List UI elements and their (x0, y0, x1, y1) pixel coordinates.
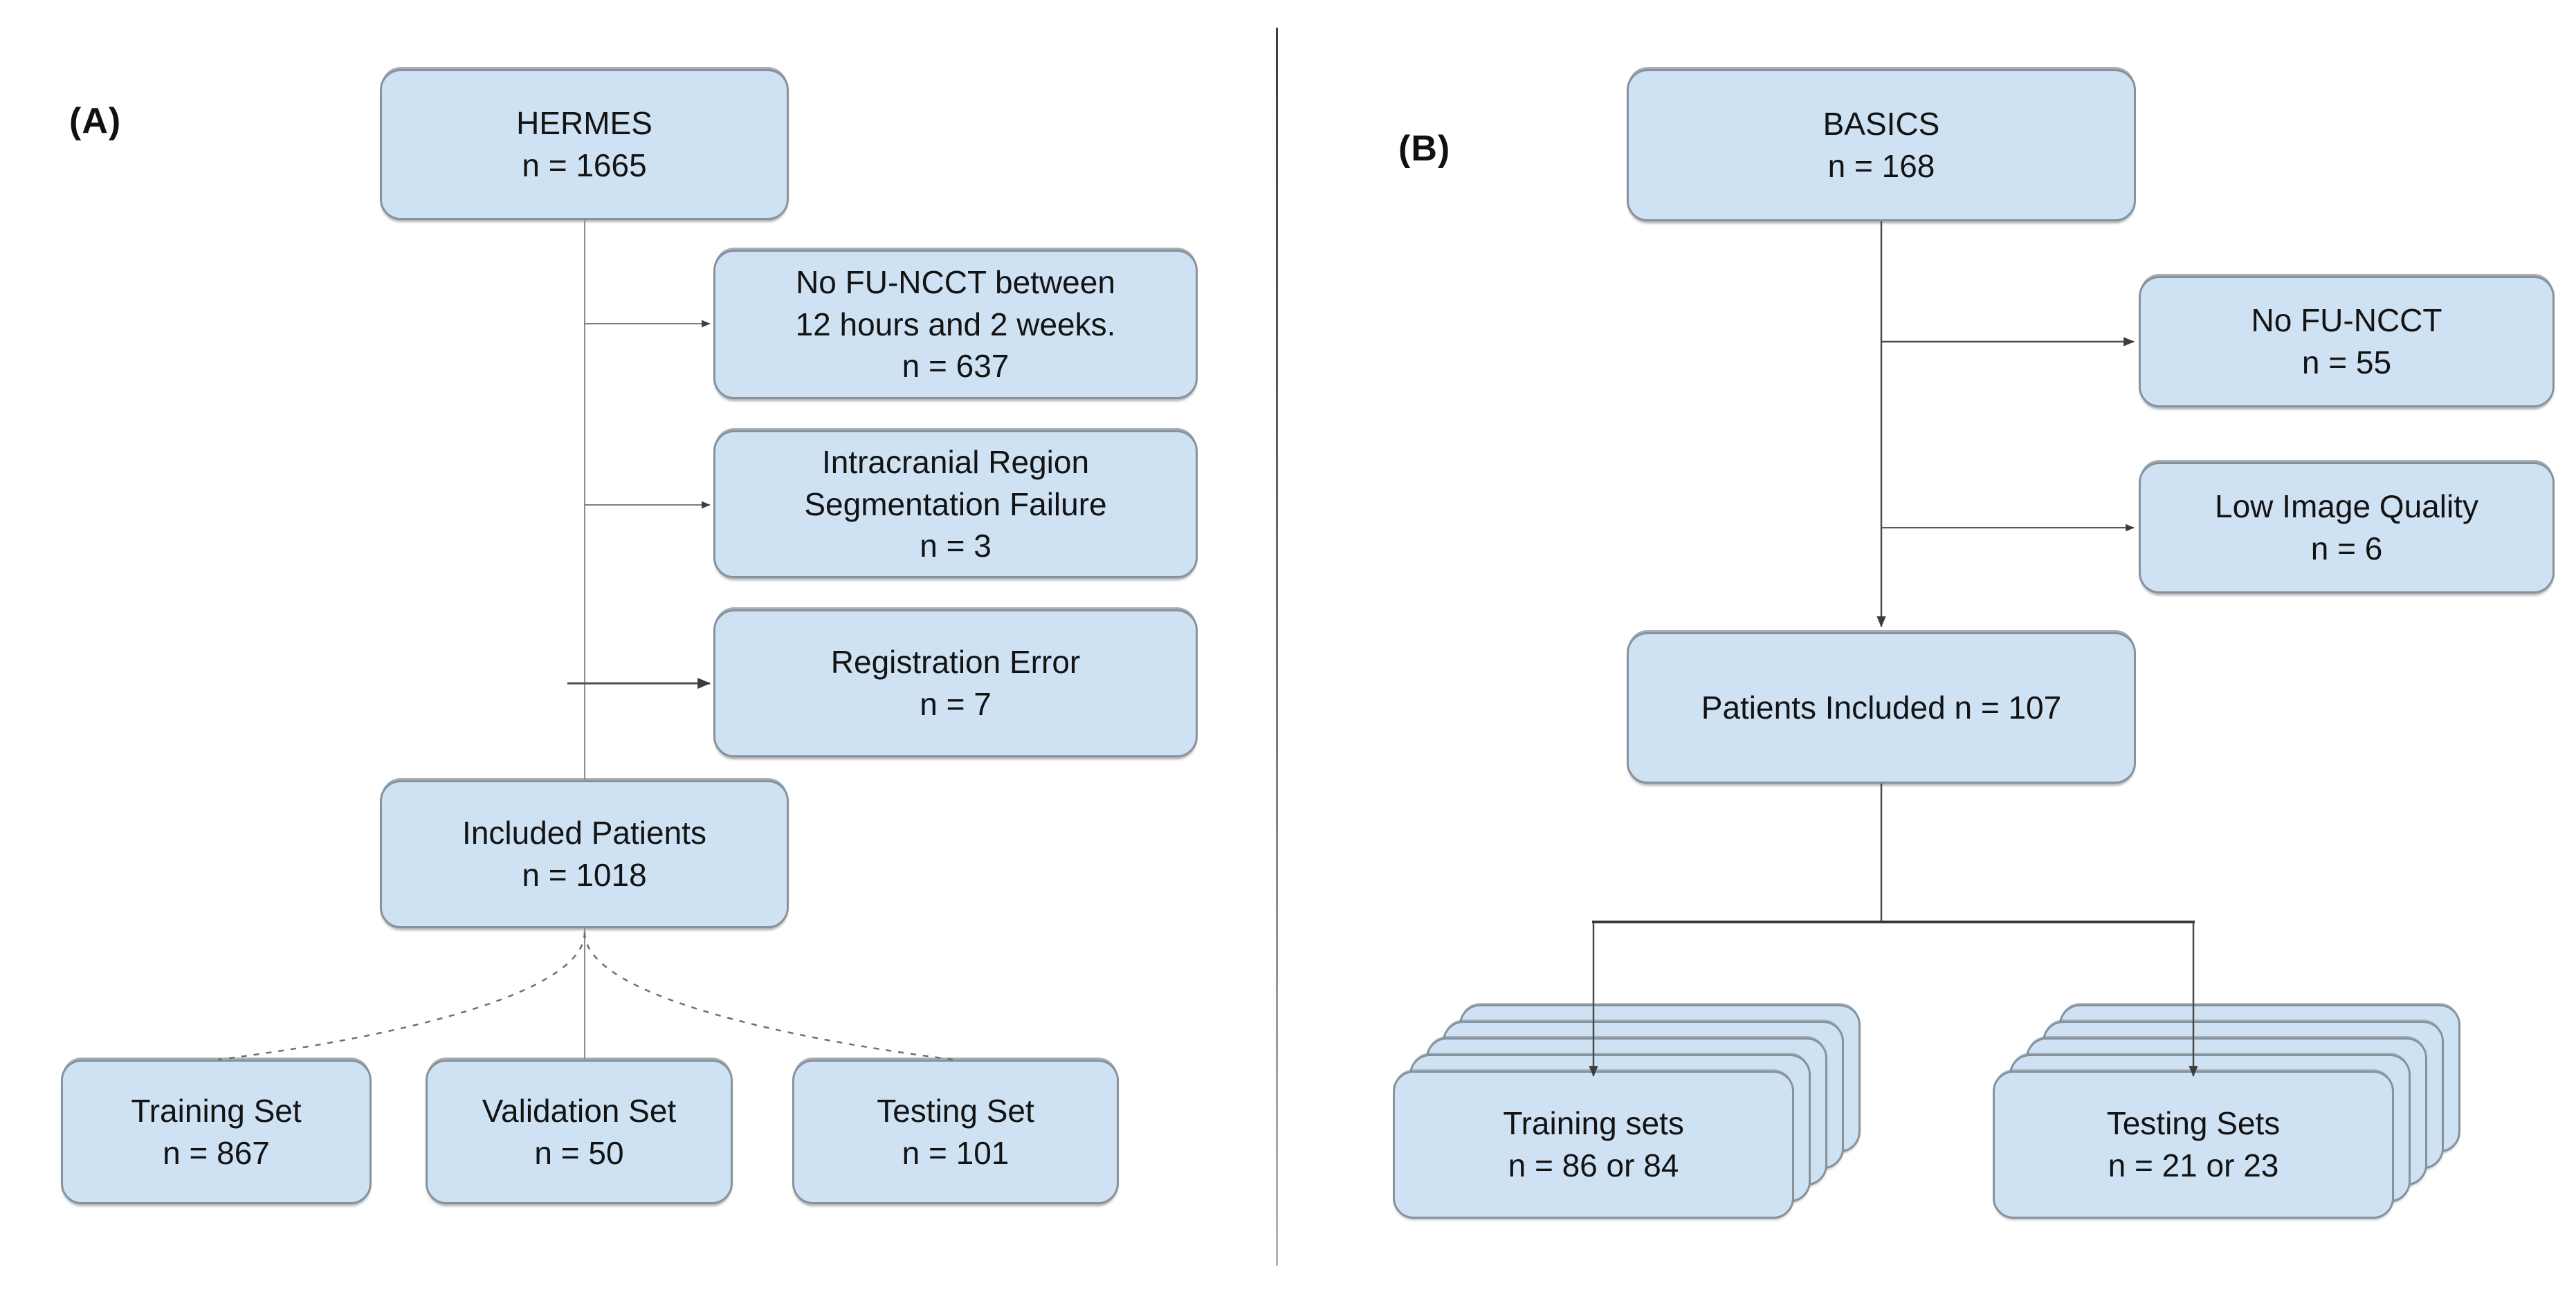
node-text-line: n = 6 (2310, 530, 2383, 566)
stack-training-sets: Training sets n = 86 or 84 (1393, 1004, 1861, 1219)
stack-testing-sets: Testing Sets n = 21 or 23 (1993, 1004, 2460, 1219)
node-text-line: n = 101 (902, 1134, 1010, 1171)
node-text-line: Included Patients (462, 815, 706, 851)
node-text-line: n = 1665 (522, 147, 647, 183)
node-hermes: HERMES n = 1665 (380, 69, 789, 220)
node-text-line: Low Image Quality (2215, 488, 2478, 525)
panel-b-label: (B) (1398, 129, 1451, 169)
node-text-line: n = 86 or 84 (1508, 1147, 1679, 1183)
node-validation-set: Validation Set n = 50 (426, 1060, 733, 1204)
node-text-line: Training sets (1503, 1105, 1684, 1142)
node-text-line: n = 21 or 23 (2108, 1147, 2279, 1183)
node-no-funcct-b: No FU-NCCT n = 55 (2139, 276, 2555, 407)
node-included-patients-a: Included Patients n = 1018 (380, 780, 789, 928)
node-text-line: n = 1018 (522, 857, 647, 893)
node-registration-error: Registration Error n = 7 (713, 609, 1198, 757)
node-low-image-quality: Low Image Quality n = 6 (2139, 462, 2555, 593)
node-text-line: No FU-NCCT (2251, 302, 2442, 339)
node-text-line: BASICS (1823, 106, 1940, 142)
panel-divider (1276, 28, 1278, 1266)
node-text-line: Patients Included n = 107 (1701, 690, 2062, 726)
node-text-line: n = 168 (1827, 148, 1935, 184)
node-text-line: n = 637 (902, 348, 1010, 385)
node-text-line: n = 867 (163, 1134, 270, 1171)
node-patients-included-b: Patients Included n = 107 (1627, 632, 2136, 784)
node-training-sets: Training sets n = 86 or 84 (1393, 1071, 1794, 1219)
node-intracranial-segmentation-failure: Intracranial Region Segmentation Failure… (713, 430, 1198, 578)
node-text-line: Intracranial Region (821, 443, 1090, 480)
node-text-line: Registration Error (830, 644, 1081, 681)
node-text-line: n = 50 (534, 1134, 624, 1171)
node-text-line: Training Set (131, 1092, 302, 1129)
node-text-line: Validation Set (482, 1092, 677, 1129)
node-no-funcct-a: No FU-NCCT between 12 hours and 2 weeks.… (713, 250, 1198, 399)
node-text-line: n = 7 (920, 686, 992, 722)
node-text-line: Segmentation Failure (804, 486, 1107, 522)
node-text-line: Testing Set (877, 1092, 1034, 1129)
node-text-line: Testing Sets (2106, 1105, 2281, 1142)
a-split-right-curve (583, 932, 954, 1061)
a-split-left-curve (217, 932, 586, 1061)
node-text-line: No FU-NCCT between (796, 264, 1115, 300)
node-text-line: HERMES (516, 105, 652, 142)
node-training-set: Training Set n = 867 (61, 1060, 372, 1204)
node-text-line: 12 hours and 2 weeks. (795, 306, 1116, 342)
panel-a-label: (A) (69, 101, 122, 141)
node-basics: BASICS n = 168 (1627, 69, 2136, 221)
node-testing-sets: Testing Sets n = 21 or 23 (1993, 1071, 2394, 1219)
node-text-line: n = 55 (2301, 344, 2392, 380)
node-testing-set: Testing Set n = 101 (792, 1060, 1119, 1204)
node-text-line: n = 3 (920, 528, 992, 564)
